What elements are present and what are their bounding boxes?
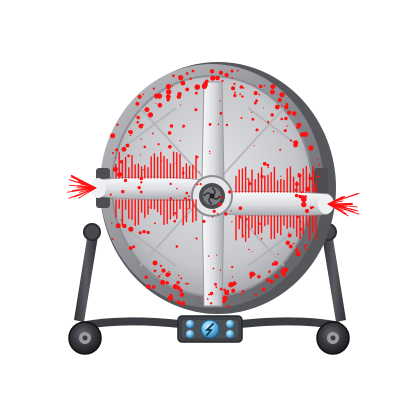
indicator-light-icon	[186, 320, 194, 328]
red-splatter-effect	[66, 69, 360, 308]
fan-blades	[90, 81, 334, 307]
indicator-light-icon	[226, 320, 234, 328]
power-button-icon[interactable]	[200, 319, 220, 339]
fan-hub-icon	[191, 175, 233, 217]
indicator-light-icon	[226, 330, 234, 338]
control-panel	[177, 315, 243, 343]
left-wheel	[68, 321, 102, 355]
indicator-light-icon	[186, 330, 194, 338]
right-wheel	[316, 321, 350, 355]
